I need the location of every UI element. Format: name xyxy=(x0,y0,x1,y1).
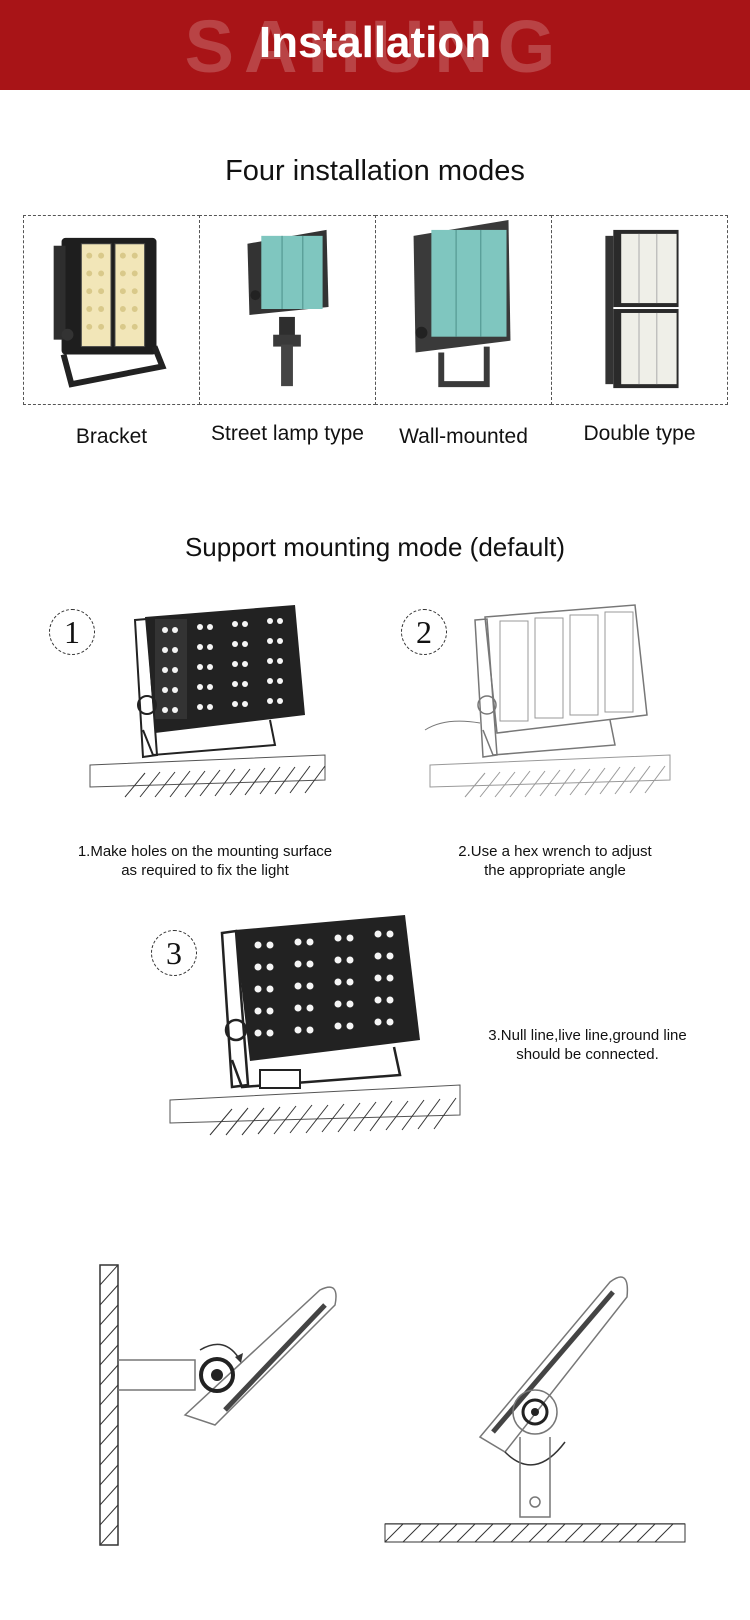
mode-street-lamp-label: Street lamp type xyxy=(211,422,364,445)
mode-bracket-image xyxy=(23,215,200,405)
step-3-drawing xyxy=(169,915,461,1136)
step-1-caption: 1.Make holes on the mounting surface as … xyxy=(55,842,355,880)
step-1-drawing xyxy=(89,605,326,798)
ground-mount-illustration xyxy=(384,1276,686,1543)
mode-wall-mounted-image xyxy=(375,215,552,405)
step-2-caption-line2: the appropriate angle xyxy=(484,862,626,879)
step-2-number: 2 xyxy=(401,609,447,655)
step-1-caption-line1: 1.Make holes on the mounting surface xyxy=(77,843,333,860)
header-banner: SAHUNG Installation xyxy=(0,0,750,90)
step-1-caption-line2: as required to fix the light xyxy=(121,862,289,879)
step-3-caption-line2: should be connected. xyxy=(516,1046,659,1063)
mode-double-type-image xyxy=(551,215,728,405)
modes-grid xyxy=(23,215,728,407)
mode-double-type-label: Double type xyxy=(583,422,696,445)
step-3-caption-line1: 3.Null line,live line,ground line xyxy=(488,1027,687,1044)
brand-watermark: SAHUNG xyxy=(184,5,566,88)
step-3-caption: 3.Null line,live line,ground line should… xyxy=(465,1026,710,1064)
step-2-drawing xyxy=(424,604,671,798)
mounting-title: Support mounting mode (default) xyxy=(184,532,566,562)
page-title: Installation xyxy=(258,18,492,67)
step-3-number: 3 xyxy=(151,930,197,976)
mode-street-lamp-image xyxy=(199,215,376,405)
step-1-number: 1 xyxy=(49,609,95,655)
modes-title: Four installation modes xyxy=(225,155,525,187)
step-2-caption-line1: 2.Use a hex wrench to adjust xyxy=(458,843,652,860)
mode-bracket-label: Bracket xyxy=(75,425,148,448)
step-2-caption: 2.Use a hex wrench to adjust the appropr… xyxy=(405,842,705,880)
mode-wall-mounted-label: Wall-mounted xyxy=(399,425,528,448)
wall-mount-illustration xyxy=(99,1264,337,1546)
